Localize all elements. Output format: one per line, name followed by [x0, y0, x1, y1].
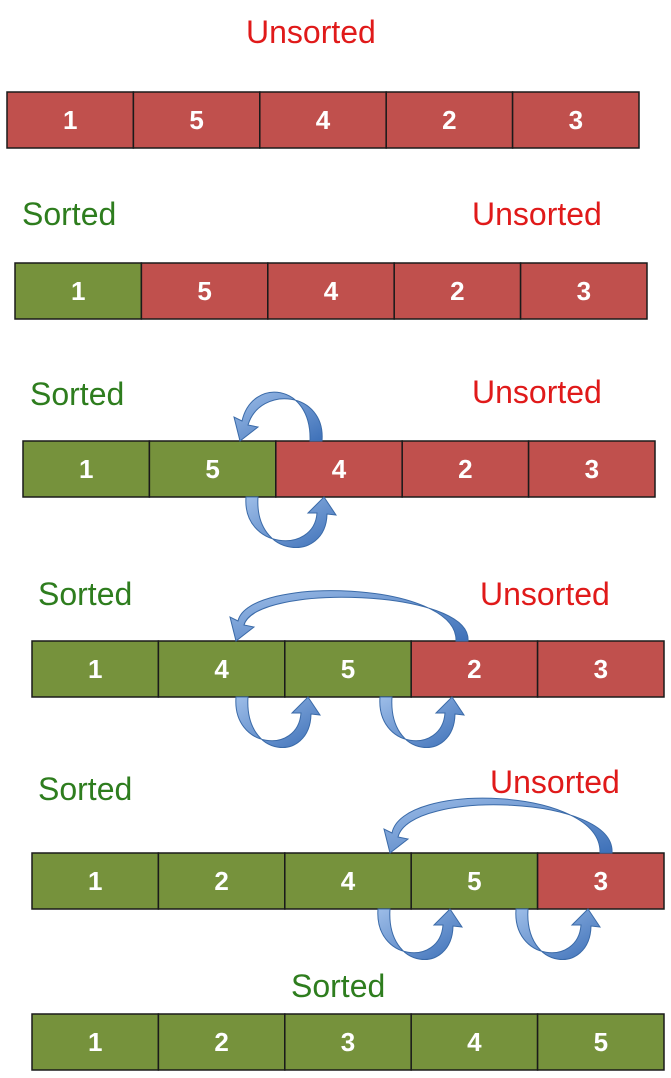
curved-arrow-icon [379, 696, 466, 748]
array-cell-value: 5 [189, 105, 203, 135]
array-row-3: 1 5 4 2 3 [22, 440, 656, 498]
array-cell-value: 4 [214, 654, 229, 684]
row6-sorted-label: Sorted [291, 968, 386, 1004]
array-cell-value: 3 [577, 276, 591, 306]
array-cell-value: 1 [88, 1027, 102, 1057]
array-cell [410, 640, 539, 698]
array-cell-value: 5 [197, 276, 211, 306]
array-row-6: 1 2 3 4 5 [31, 1013, 665, 1071]
curved-arrow-icon [235, 696, 322, 748]
array-row-1: 1 5 4 2 3 [6, 91, 640, 149]
array-cell [519, 262, 648, 320]
curved-arrow-icon [233, 391, 323, 442]
array-cell [284, 1013, 412, 1071]
array-row-4: 1 4 5 2 3 [31, 640, 665, 698]
array-cell [157, 852, 286, 910]
array-cell [31, 852, 160, 910]
array-cell [536, 640, 665, 698]
array-cell [527, 440, 656, 498]
array-cell [259, 91, 387, 149]
array-cell-value: 2 [458, 454, 472, 484]
array-cell [284, 640, 412, 698]
array-rows: 1 5 4 2 3 1 5 4 2 3 1 5 4 2 3 1 4 5 2 3 1 2 4 5 3 1 2 3 4 5 [6, 91, 665, 1071]
array-cell-value: 3 [569, 105, 583, 135]
row5-unsorted-label: Unsorted [490, 764, 620, 800]
array-cell-value: 2 [214, 866, 228, 896]
array-cell [148, 440, 277, 498]
array-cell-value: 1 [88, 654, 102, 684]
array-cell [511, 91, 640, 149]
array-cell-value: 1 [88, 866, 102, 896]
row5-sorted-label: Sorted [38, 771, 133, 807]
array-cell [385, 91, 514, 149]
array-cell-value: 3 [594, 866, 608, 896]
array-cell-value: 1 [71, 276, 85, 306]
curved-arrow-icon [245, 496, 338, 548]
array-cell [275, 440, 403, 498]
row2-sorted-label: Sorted [22, 196, 117, 232]
row1-unsorted-label: Unsorted [246, 14, 376, 50]
array-cell-value: 2 [450, 276, 464, 306]
curved-arrow-icon [515, 908, 602, 960]
array-cell-value: 5 [467, 866, 481, 896]
array-cell [140, 262, 269, 320]
array-cell-value: 3 [594, 654, 608, 684]
row2-unsorted-label: Unsorted [472, 196, 602, 232]
array-cell-value: 5 [341, 654, 355, 684]
array-cell-value: 4 [316, 105, 331, 135]
curved-arrow-icon [383, 797, 613, 854]
array-cell-value: 1 [63, 105, 77, 135]
array-cell [401, 440, 530, 498]
array-cell [284, 852, 412, 910]
array-cell-value: 4 [467, 1027, 482, 1057]
array-cell [410, 1013, 539, 1071]
array-cell-value: 2 [467, 654, 481, 684]
row3-unsorted-label: Unsorted [472, 374, 602, 410]
row4-sorted-label: Sorted [38, 576, 133, 612]
curved-arrow-icon [229, 590, 469, 642]
array-row-2: 1 5 4 2 3 [14, 262, 648, 320]
array-cell-value: 4 [332, 454, 347, 484]
array-cell [14, 262, 143, 320]
array-cell-value: 1 [79, 454, 93, 484]
array-cell [31, 1013, 160, 1071]
array-cell [410, 852, 539, 910]
array-cell-value: 3 [341, 1027, 355, 1057]
row3-sorted-label: Sorted [30, 376, 125, 412]
curved-arrow-icon [377, 908, 464, 960]
array-row-5: 1 2 4 5 3 [31, 852, 665, 910]
array-cell-value: 5 [205, 454, 219, 484]
array-cell [267, 262, 395, 320]
array-cell [536, 1013, 665, 1071]
row4-unsorted-label: Unsorted [480, 576, 610, 612]
swap-arrows [229, 391, 613, 960]
array-cell-value: 2 [214, 1027, 228, 1057]
array-cell-value: 4 [341, 866, 356, 896]
array-cell-value: 5 [594, 1027, 608, 1057]
array-cell-value: 3 [585, 454, 599, 484]
array-cell [31, 640, 160, 698]
array-cell-value: 4 [324, 276, 339, 306]
array-cell-value: 2 [442, 105, 456, 135]
